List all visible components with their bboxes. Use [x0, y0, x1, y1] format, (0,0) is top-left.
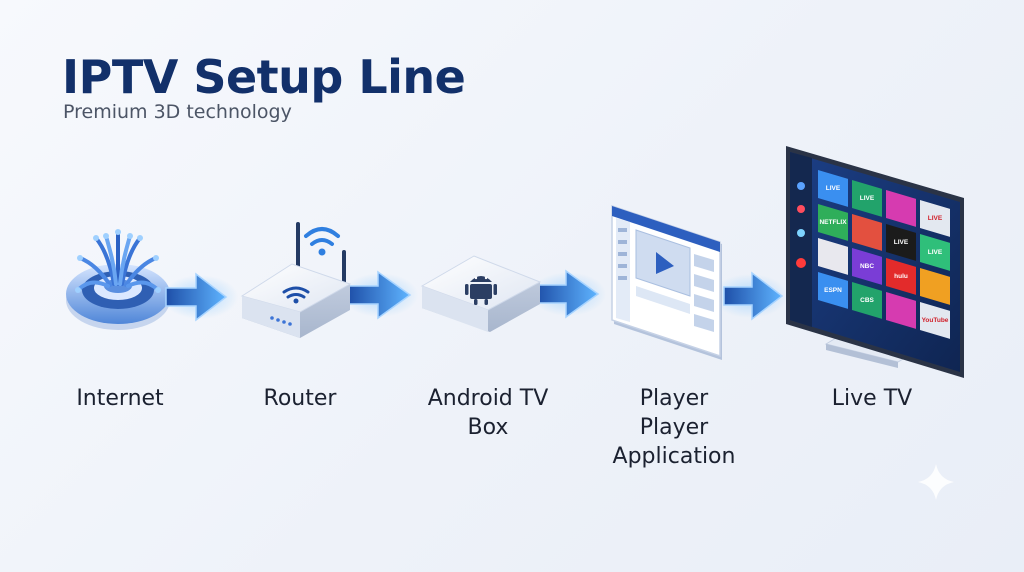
page-title: IPTV Setup Line	[62, 50, 466, 104]
player-app-icon	[611, 204, 722, 360]
flow-arrow-3	[530, 269, 606, 319]
wifi-signal-icon	[304, 227, 340, 246]
app-tile-label: ESPN	[824, 287, 842, 294]
flow-arrow-4	[712, 271, 788, 321]
app-tile	[818, 204, 848, 241]
page-subtitle: Premium 3D technology	[63, 101, 292, 123]
app-tile	[920, 302, 950, 339]
step-label-line: Router	[263, 386, 337, 411]
app-tile	[886, 292, 916, 329]
step-label-line: Live TV	[831, 386, 913, 411]
app-tile	[852, 214, 882, 251]
flow-arrow-2	[342, 270, 418, 320]
app-tile	[886, 190, 916, 227]
app-tile	[852, 180, 882, 217]
app-tile	[818, 238, 848, 275]
app-tile-label: NBC	[860, 263, 874, 270]
app-tile-label: LIVE	[928, 215, 943, 222]
app-tile-label: hulu	[894, 273, 908, 280]
step-label-player-application: Player Player Application	[596, 384, 752, 471]
play-icon	[656, 252, 674, 274]
app-tile	[886, 258, 916, 295]
step-label-router: Router	[230, 384, 370, 413]
step-label-line: Player	[639, 386, 709, 411]
app-tile-label: LIVE	[826, 185, 841, 192]
app-tile	[818, 170, 848, 207]
fiber-optic-icon	[66, 229, 170, 330]
app-tile-label: LIVE	[894, 239, 909, 246]
flow-arrow-1	[162, 272, 238, 322]
app-tile	[920, 268, 950, 305]
android-tv-box-icon	[420, 255, 542, 332]
router-icon	[240, 222, 352, 338]
app-tile	[920, 200, 950, 237]
app-tile	[886, 224, 916, 261]
step-label-internet: Internet	[50, 384, 190, 413]
app-tile-label: LIVE	[860, 195, 875, 202]
step-label-line: Player	[639, 415, 709, 440]
app-tile-label: LIVE	[928, 249, 943, 256]
app-tile	[920, 234, 950, 271]
step-label-line: Internet	[76, 386, 164, 411]
app-tile-label: CBS	[860, 297, 874, 304]
sparkle-icon	[918, 464, 954, 500]
app-tile	[852, 282, 882, 319]
step-label-live-tv: Live TV	[800, 384, 944, 413]
step-label-line: Application	[612, 444, 736, 469]
app-tile	[852, 248, 882, 285]
app-tile-label: YouTube	[922, 317, 949, 324]
step-label-line: Android TV	[427, 386, 549, 411]
step-label-line: Box	[467, 415, 509, 440]
app-tile	[818, 272, 848, 309]
android-logo-icon	[465, 276, 497, 305]
step-label-android-tv-box: Android TV Box	[408, 384, 568, 442]
app-tile-label: NETFLIX	[819, 219, 847, 226]
